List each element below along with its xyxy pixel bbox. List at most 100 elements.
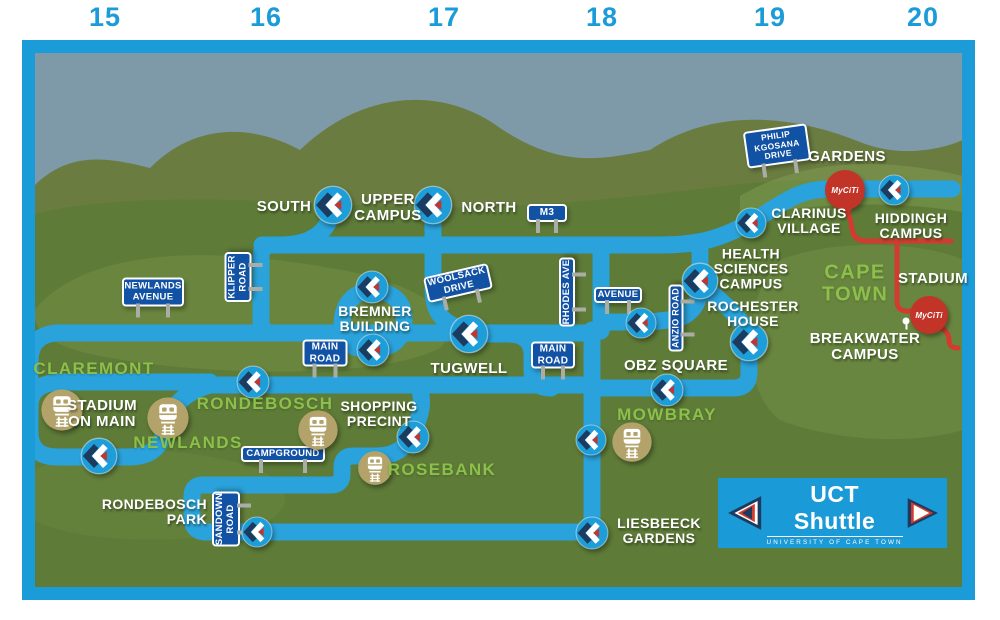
label-line: ROAD: [537, 355, 569, 366]
train-station-icon: [612, 422, 652, 462]
label-line: M3: [539, 207, 555, 219]
myciti-logo-text: MyCiTi: [831, 185, 859, 195]
label-line: CLAREMONT: [33, 358, 155, 378]
label-gardens: GARDENS: [808, 148, 886, 165]
shuttle-stop-shopping-precint: [396, 420, 430, 454]
label-north: NORTH: [461, 198, 517, 216]
shuttle-stop-sandown-road: [241, 516, 273, 548]
chevron-stop-icon: [650, 373, 684, 407]
label-line: MOWBRAY: [617, 404, 717, 424]
myciti-stop-gardens: MyCiTi: [825, 170, 865, 210]
chevron-stop-icon: [729, 322, 769, 362]
chevron-stop-icon: [413, 185, 453, 225]
chevron-stop-icon: [313, 185, 353, 225]
shuttle-logo-triangle-right-icon: [907, 498, 938, 528]
shuttle-stop-health-sciences-campus: [681, 262, 719, 300]
train-station-rondebosch: [297, 409, 339, 451]
shuttle-stop-tugwell: [449, 314, 489, 354]
train-station-icon: [298, 410, 338, 450]
label-line: SOUTH: [256, 197, 312, 215]
shuttle-stop-mowbray: [575, 424, 607, 456]
chevron-stop-icon: [80, 437, 118, 475]
label-line: CLARINUS: [771, 204, 847, 221]
label-line: DRIVE: [763, 147, 793, 162]
label-line: OBZ SQUARE: [623, 356, 729, 374]
label-line: NORTH: [461, 198, 517, 216]
train-station-stadium-on-main: [40, 388, 84, 432]
logo-text: UCT Shuttle UNIVERSITY OF CAPE TOWN: [766, 480, 903, 546]
road-sign-avenue: AVENUE: [594, 287, 642, 314]
shuttle-stop-rochester-house: [729, 322, 769, 362]
chevron-stop-icon: [449, 314, 489, 354]
grid-number-15: 15: [88, 2, 122, 32]
shuttle-stop-rondebosch: [236, 365, 270, 399]
chevron-stop-icon: [681, 262, 719, 300]
label-line: PARK: [166, 511, 207, 527]
label-line: CAMPUS: [354, 207, 422, 224]
shuttle-stop-clarinus-village: [735, 207, 767, 239]
label-line: CAMPUS: [879, 225, 943, 241]
label-line: STADIUM: [66, 396, 138, 414]
label-line: RHODES AVE: [560, 259, 572, 325]
label-line: VILLAGE: [777, 220, 841, 236]
label-line: ON MAIN: [68, 413, 136, 430]
label-line: BREMNER: [338, 302, 412, 319]
myciti-stop-stadium: MyCiTi: [910, 296, 948, 334]
label-line: LIESBEECK: [617, 514, 701, 531]
chevron-stop-icon: [575, 424, 607, 456]
label-line: GARDENS: [622, 530, 696, 546]
label-line: RONDEBOSCH: [101, 495, 207, 512]
chevron-stop-icon: [396, 420, 430, 454]
label-line: HEALTH: [721, 245, 781, 262]
shuttle-stop-bremner-lower: [356, 333, 390, 367]
label-rosebank: ROSEBANK: [388, 460, 497, 479]
label-stadium: STADIUM: [897, 269, 969, 287]
label-newlands: NEWLANDS: [133, 432, 243, 452]
shuttle-stop-hiddingh-campus: [878, 174, 910, 206]
road-sign-m3: M3: [527, 204, 567, 233]
label-line: TOWN: [821, 283, 889, 305]
shuttle-logo-triangle-left-icon: [728, 496, 762, 530]
label-south: SOUTH: [256, 197, 312, 215]
shuttle-stop-north: [413, 185, 453, 225]
chevron-stop-icon: [625, 307, 657, 339]
field-light-right: [750, 244, 962, 440]
label-line: CAMPUS: [831, 346, 899, 363]
myciti-route-breakwater: [934, 322, 961, 351]
road-sign-rhodes-ave: RHODES AVE: [559, 257, 575, 327]
label-line: AVENUE: [597, 288, 639, 300]
label-rondebosch: RONDEBOSCH: [196, 393, 334, 413]
label-tugwell: TUGWELL: [431, 360, 508, 377]
label-claremont: CLAREMONT: [33, 358, 155, 378]
label-line: ANZIO ROAD: [670, 288, 681, 348]
label-mowbray: MOWBRAY: [617, 404, 717, 424]
label-line: SHOPPING: [340, 397, 418, 414]
stadium-pin-icon: [902, 317, 910, 330]
shuttle-stop-liesbeeck-gardens: [575, 516, 609, 550]
label-line: MAIN: [539, 343, 567, 355]
logo-title: UCT Shuttle: [793, 480, 876, 534]
chevron-stop-icon: [356, 333, 390, 367]
train-station-rosebank: [357, 450, 393, 486]
label-line: HOUSE: [727, 313, 779, 329]
label-line: CAPE: [824, 261, 886, 284]
train-station-icon: [41, 389, 83, 431]
label-line: NEWLANDS: [133, 432, 243, 452]
label-line: ROAD: [309, 353, 341, 364]
shuttle-routes: [35, 180, 961, 542]
label-line: STADIUM: [897, 269, 969, 287]
label-line: RONDEBOSCH: [196, 393, 334, 413]
shuttle-stop-anzio-road: [625, 307, 657, 339]
